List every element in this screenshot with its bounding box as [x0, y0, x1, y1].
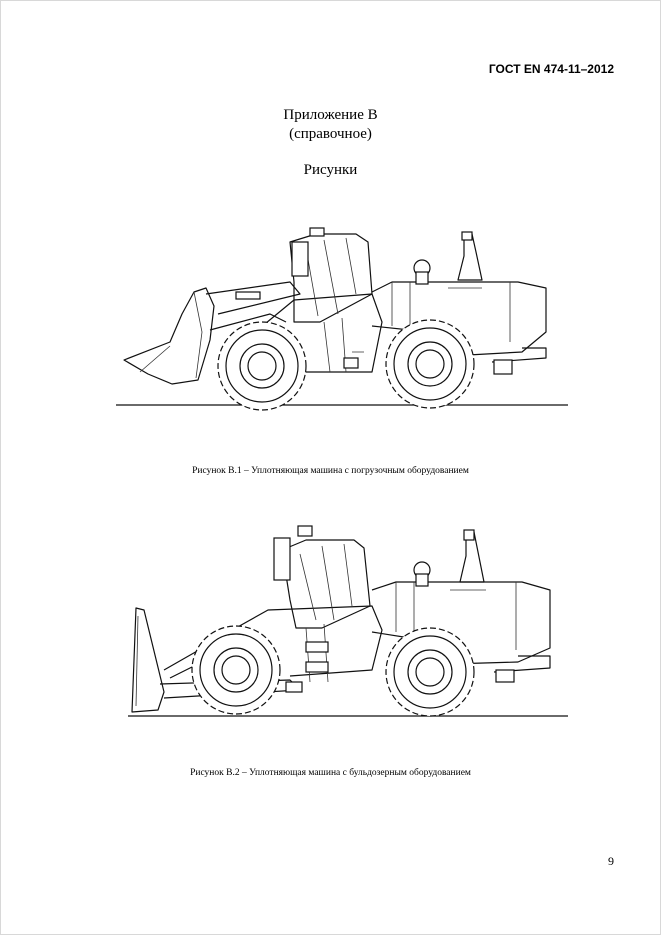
appendix-subtitle-line: (справочное): [289, 126, 372, 142]
figure-b2: [110, 520, 570, 724]
figure-b2-caption: Рисунок В.2 – Уплотняющая машина с бульд…: [190, 768, 471, 778]
figure-b1-caption: Рисунок В.1 – Уплотняющая машина с погру…: [192, 466, 469, 476]
compactor-loader-drawing: [116, 227, 568, 411]
figure-b1: [110, 222, 570, 422]
page-number: 9: [608, 854, 614, 868]
appendix-title-line: Приложение В: [283, 107, 378, 123]
document-code: ГОСТ EN 474-11–2012: [488, 62, 614, 76]
figures-heading: Рисунки: [303, 162, 358, 178]
compactor-dozer-drawing: [128, 525, 568, 717]
appendix-title: Приложение В (справочное): [0, 106, 661, 144]
